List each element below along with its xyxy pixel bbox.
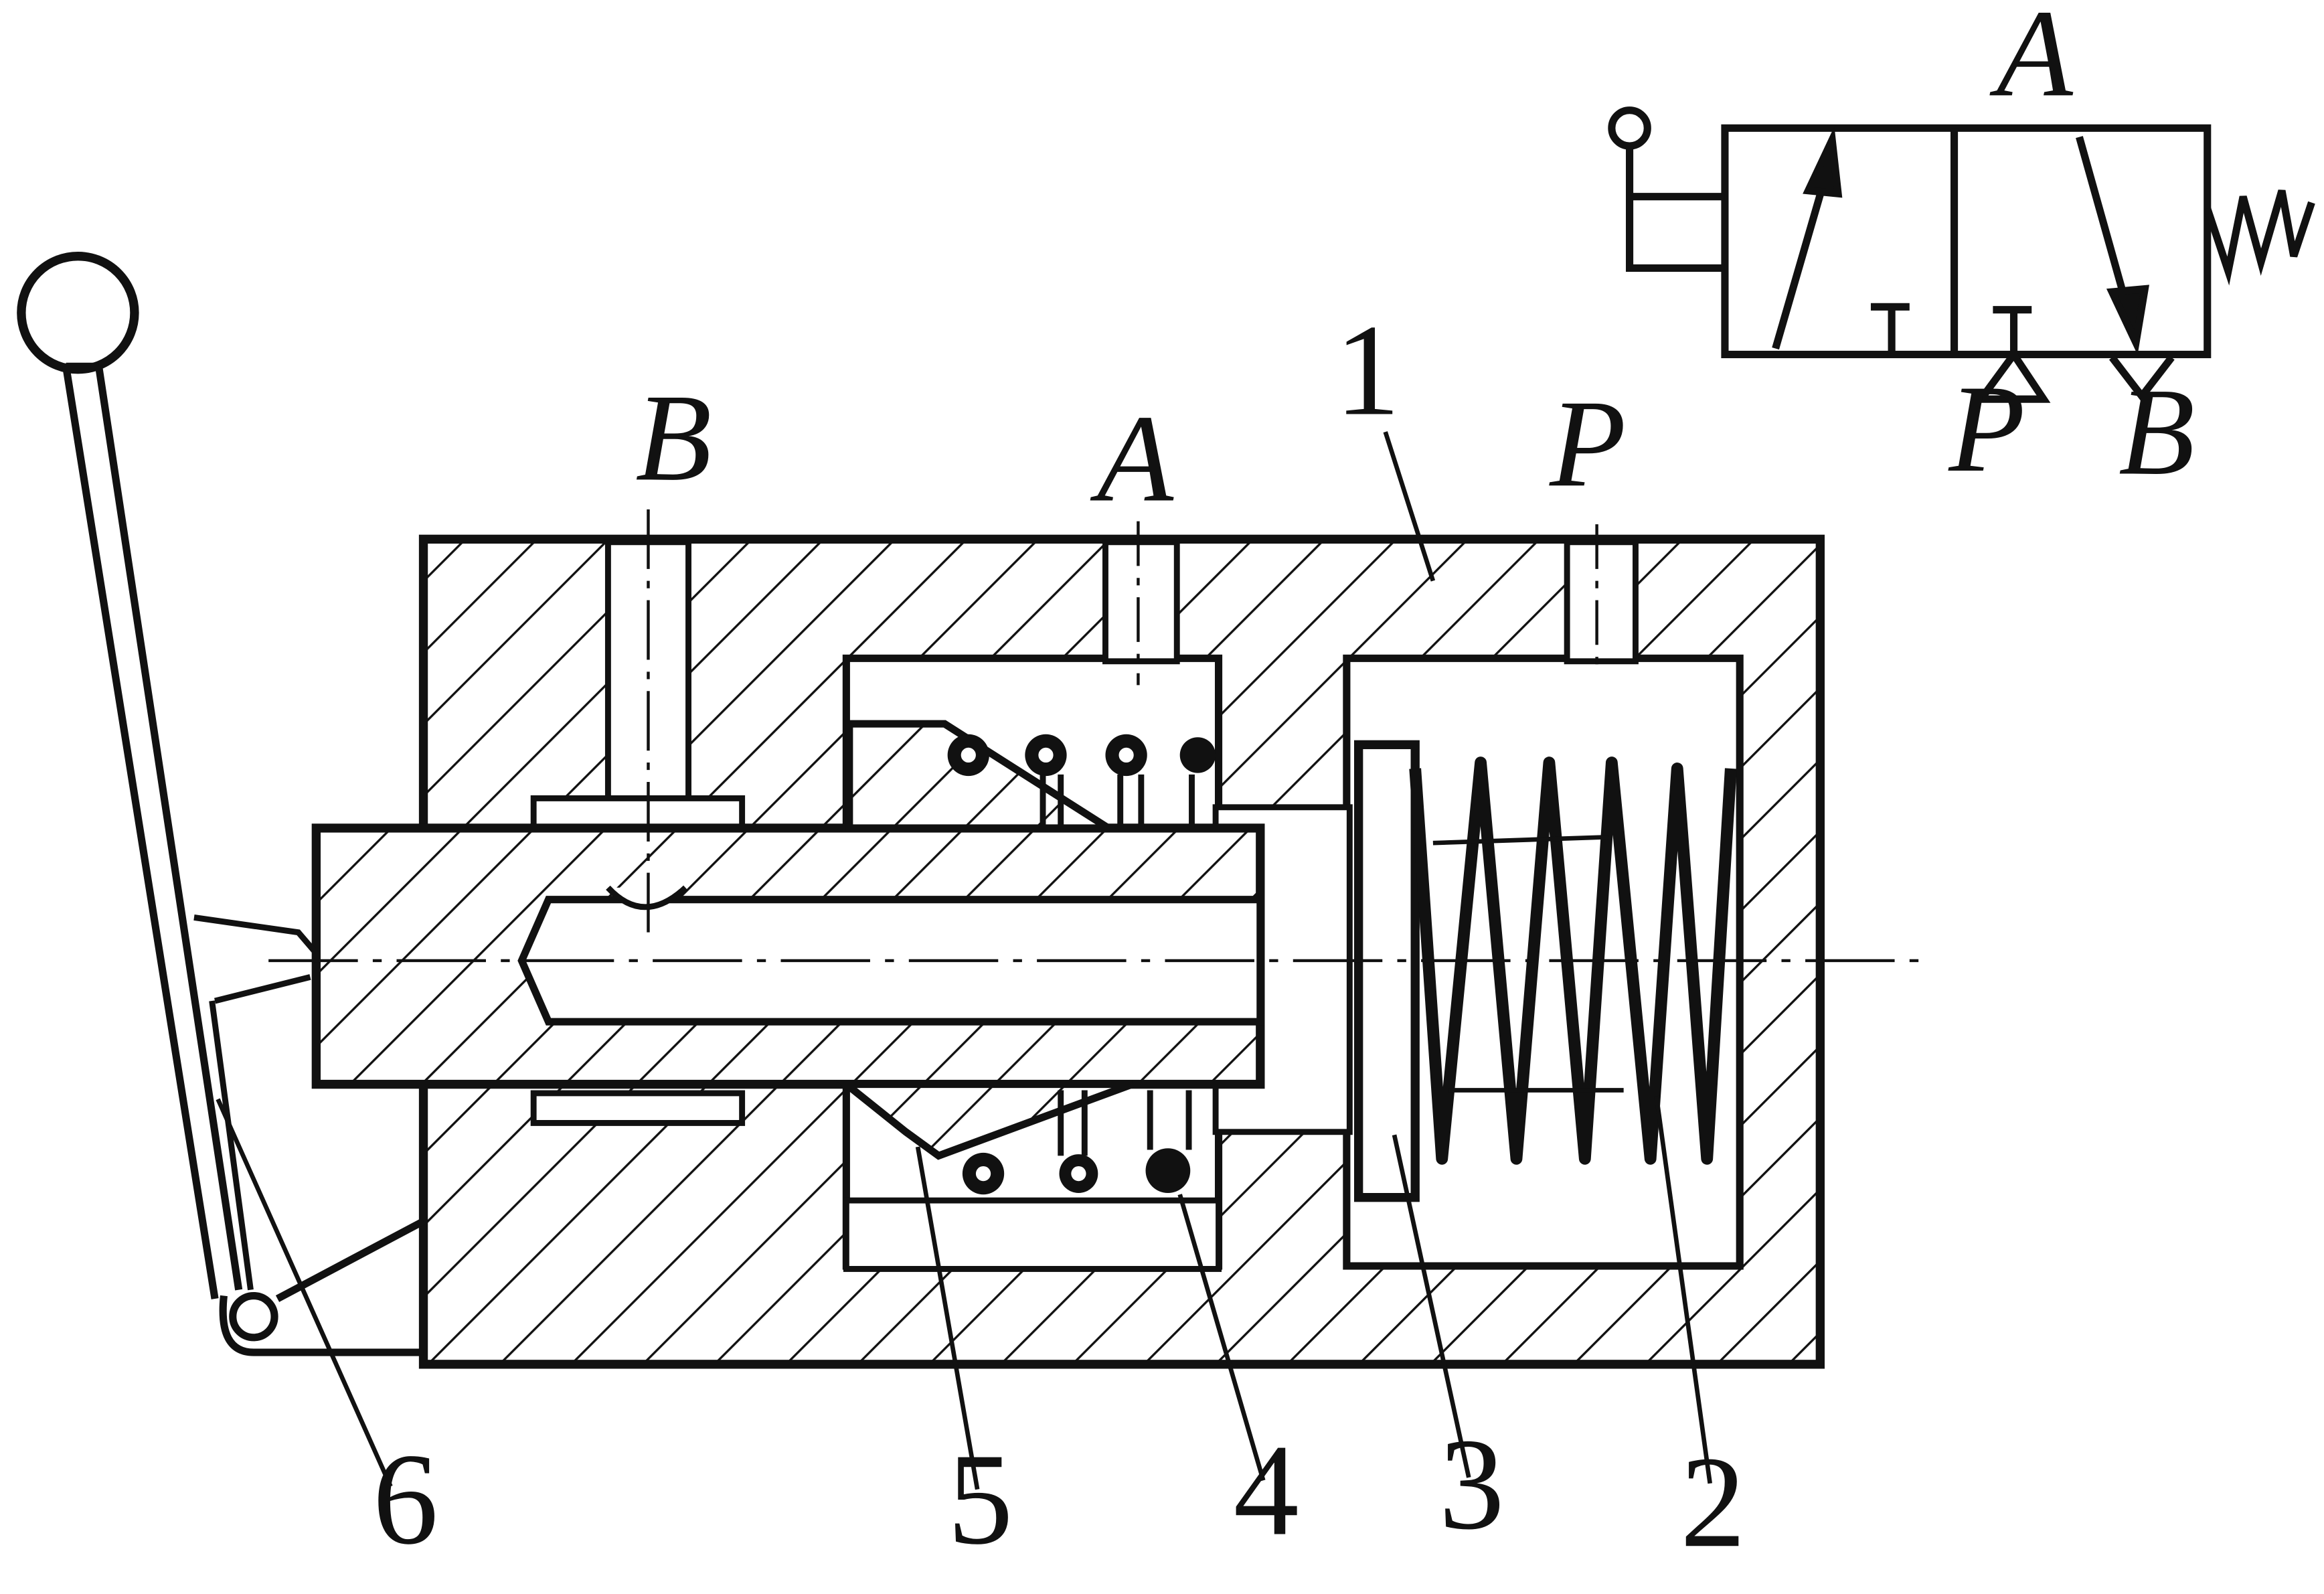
lever-knob: [17, 251, 139, 374]
callout-2: 2: [1680, 1430, 1746, 1575]
symbol-arrow-right: [2076, 136, 2131, 308]
callout-5: 5: [948, 1427, 1013, 1572]
symbol-label-b: B: [2119, 362, 2195, 501]
valve-symbol: [1608, 106, 2315, 403]
leader-5: [915, 1146, 980, 1490]
symbol-label-a: A: [1989, 0, 2074, 123]
spring-coil-bottom: [962, 1090, 1192, 1195]
leader-6: [216, 1098, 393, 1488]
groove-lower: [530, 1090, 746, 1126]
lever-linkage: [193, 914, 319, 1291]
callout-3: 3: [1439, 1413, 1505, 1557]
lower-relief: [843, 1197, 1222, 1272]
symbol-block-right: [1993, 306, 2032, 352]
symbol-spring: [2204, 189, 2315, 286]
main-spring: [1409, 756, 1737, 1165]
callout-1: 1: [1335, 298, 1400, 443]
piston-plate: [1353, 740, 1420, 1202]
symbol-lever: [1626, 146, 1725, 272]
port-p-bore: [1564, 539, 1639, 665]
lever-arm: [62, 362, 243, 1299]
port-a-bore: [1102, 539, 1180, 665]
leader-4: [1177, 1194, 1266, 1482]
symbol-block-left: [1870, 303, 1910, 352]
symbol-box: [1721, 124, 2212, 359]
port-label-b: B: [635, 368, 712, 507]
main-spring-coil: [1409, 756, 1737, 1165]
callout-4: 4: [1234, 1418, 1299, 1563]
symbol-port-b: [2108, 355, 2175, 402]
lever-pivot: [229, 1291, 278, 1342]
symbol-port-p: [1973, 347, 2051, 403]
symbol-lever-knob: [1608, 106, 1651, 150]
leader-3: [1392, 1134, 1471, 1478]
spring-coil-top: [947, 734, 1216, 828]
callout-leaders: [216, 431, 1713, 1490]
port-label-a: A: [1090, 390, 1174, 528]
symbol-arrowhead-left: [1803, 126, 1843, 198]
leader-1: [1383, 431, 1436, 582]
piston: [1353, 740, 1420, 1202]
return-spring-small: [947, 734, 1216, 1195]
centerlines: [268, 509, 1922, 963]
symbol-arrowhead-right: [2106, 285, 2149, 355]
callout-6: 6: [373, 1427, 438, 1572]
symbol-label-p: P: [1948, 360, 2025, 498]
port-label-p: P: [1549, 374, 1626, 513]
hand-lever: [17, 251, 426, 1356]
leader-2: [1654, 1095, 1713, 1484]
